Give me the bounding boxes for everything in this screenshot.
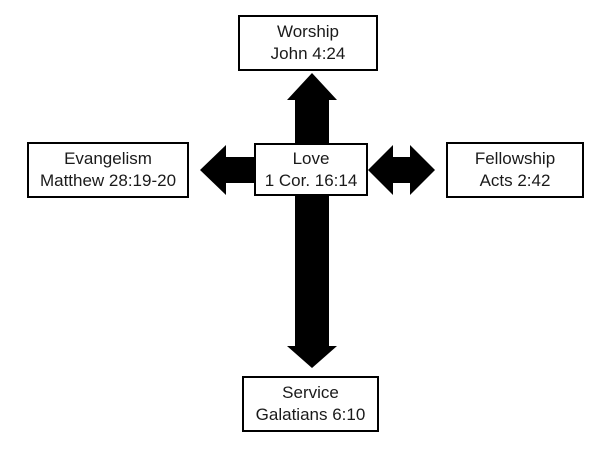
fellowship-title: Fellowship (474, 149, 556, 168)
worship-box: Worship John 4:24 (238, 15, 378, 71)
arrow-to-fellowship (368, 145, 435, 195)
love-box: Love 1 Cor. 16:14 (254, 143, 368, 196)
fellowship-reference: Acts 2:42 (479, 171, 551, 190)
love-title: Love (292, 148, 330, 168)
arrow-to-evangelism (200, 145, 254, 195)
arrow-to-service (287, 196, 337, 368)
evangelism-box: Evangelism Matthew 28:19-20 (27, 142, 189, 198)
service-box: Service Galatians 6:10 (242, 376, 379, 432)
evangelism-title: Evangelism (64, 149, 152, 168)
service-reference: Galatians 6:10 (255, 405, 366, 424)
arrow-to-worship (287, 73, 337, 143)
love-reference: 1 Cor. 16:14 (264, 170, 358, 190)
service-title: Service (282, 383, 339, 402)
worship-reference: John 4:24 (270, 44, 346, 63)
worship-title: Worship (276, 22, 340, 41)
evangelism-reference: Matthew 28:19-20 (39, 171, 177, 190)
fellowship-box: Fellowship Acts 2:42 (446, 142, 584, 198)
